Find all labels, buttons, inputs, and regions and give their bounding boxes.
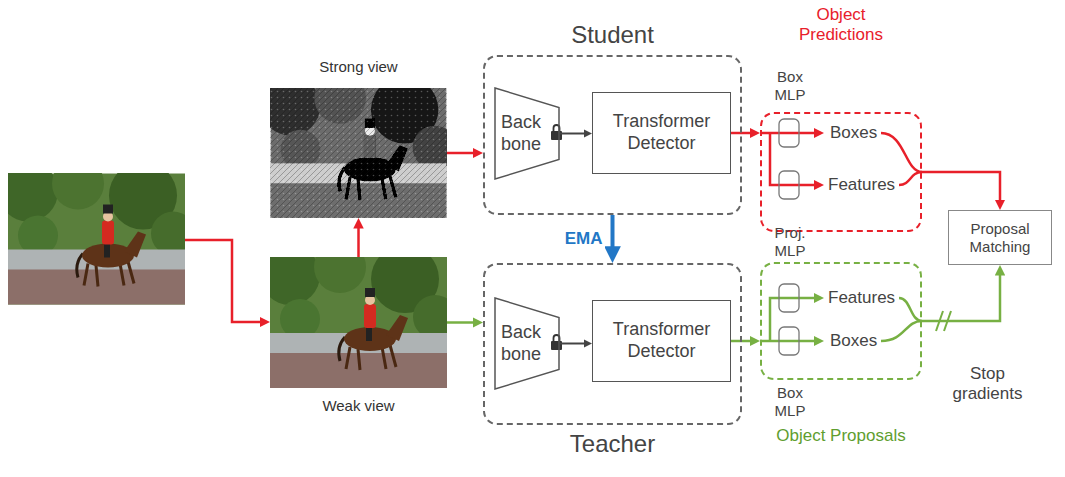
flow-arrow <box>611 215 615 253</box>
flow-arrow <box>922 271 1000 321</box>
node-text: Back bone <box>498 112 544 155</box>
input-image <box>0 158 195 305</box>
detector-box: Transformer Detector <box>592 300 731 382</box>
matching-box: Proposal Matching <box>948 210 1052 265</box>
flow-arrow <box>447 152 477 155</box>
mlp-block <box>779 171 799 199</box>
mlp-label: Box MLP <box>768 384 812 420</box>
node-heading: Strong view <box>294 58 424 76</box>
flow-arrow <box>560 133 587 135</box>
network-group: TeacherBack boneTransformer Detector <box>483 263 742 425</box>
note-label: Stop gradients <box>945 364 1030 405</box>
flow-arrow <box>922 172 1000 204</box>
image-view: Weak view <box>270 257 447 388</box>
mlp-block <box>779 327 799 355</box>
node-text: Back bone <box>498 322 544 365</box>
image-view: Strong view <box>270 88 447 218</box>
output-label: Features <box>828 288 895 308</box>
node-heading: Weak view <box>294 397 424 415</box>
node-heading: Student <box>533 21 693 50</box>
network-group: StudentBack boneTransformer Detector <box>483 55 742 215</box>
flow-arrow <box>447 321 477 324</box>
strong-view-picture <box>261 72 456 218</box>
detector-box: Transformer Detector <box>592 92 731 174</box>
flow-arrow <box>731 340 754 343</box>
mlp-label: Proj. MLP <box>768 224 812 260</box>
weak-view-image <box>260 241 457 388</box>
node-heading: Object Predictions <box>776 5 906 46</box>
mlp-label: Box MLP <box>768 68 812 104</box>
node-text: Transformer Detector <box>599 111 724 154</box>
output-label: Boxes <box>830 331 877 351</box>
augmentation-noise <box>270 88 447 218</box>
node-text: Transformer Detector <box>599 319 724 362</box>
flow-arrow <box>560 343 587 345</box>
node-text: Proposal Matching <box>955 220 1045 256</box>
mlp-block <box>779 119 799 147</box>
trapezoid-shape <box>495 88 559 179</box>
strong-view-image <box>261 72 456 218</box>
input-arrow <box>185 240 264 322</box>
backbone-trapezoid: Back bone <box>494 297 560 390</box>
output-group: Object Proposals <box>760 262 922 380</box>
output-label: Boxes <box>830 123 877 143</box>
edge-label: EMA <box>563 229 605 249</box>
flow-arrow <box>731 132 754 135</box>
output-label: Features <box>828 175 895 195</box>
trapezoid-shape <box>495 298 559 389</box>
mlp-block <box>779 284 799 312</box>
backbone-trapezoid: Back bone <box>494 87 560 180</box>
node-heading: Teacher <box>533 430 693 459</box>
flow-arrow <box>357 224 360 257</box>
node-heading: Object Proposals <box>776 426 906 446</box>
